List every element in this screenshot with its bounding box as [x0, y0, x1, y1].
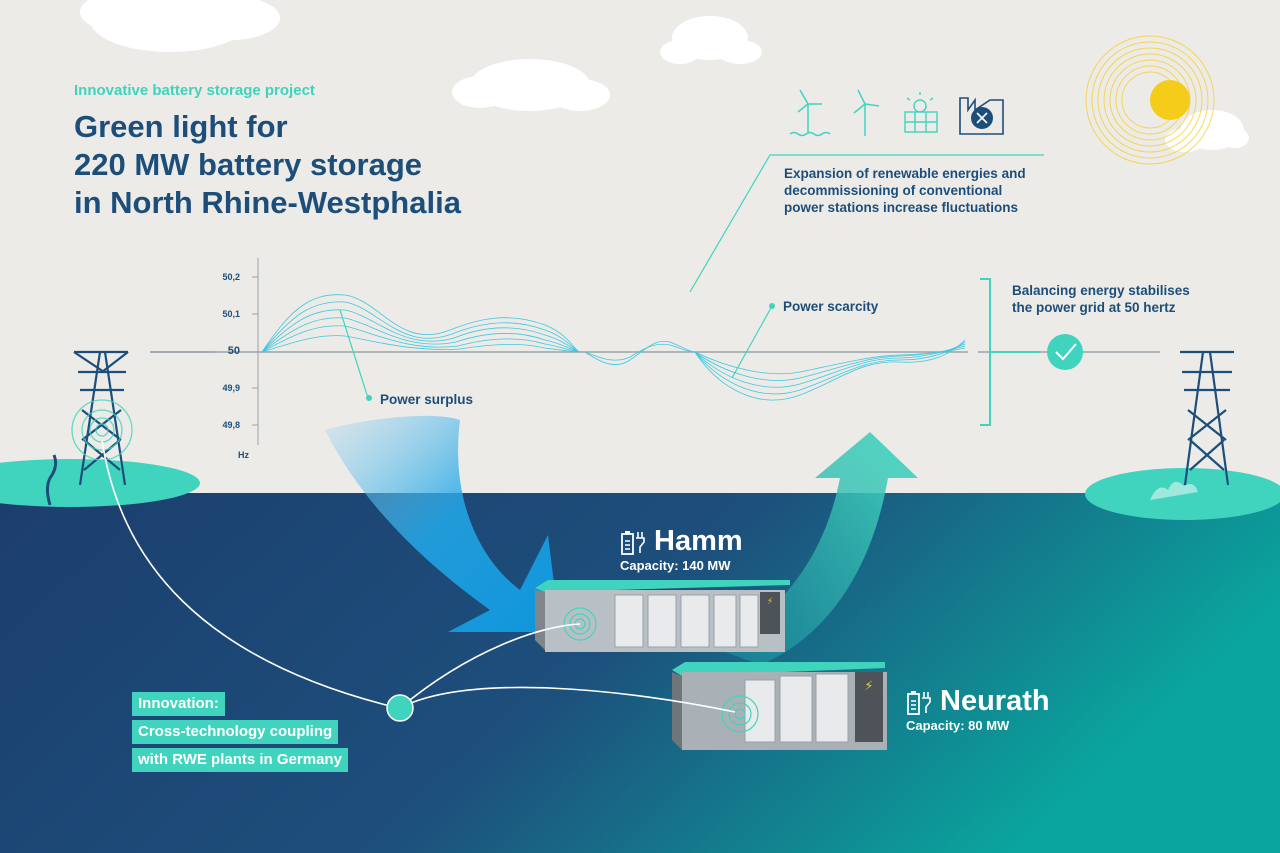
title-line: in North Rhine-Westphalia [74, 185, 461, 220]
page-title: Green light for 220 MW battery storage i… [74, 108, 461, 222]
coupling-lines [101, 439, 736, 713]
battery-plug-icon [907, 690, 931, 715]
signal-waves-icon [71, 399, 133, 461]
solar-panel-icon [904, 92, 938, 133]
power-surplus-arrow [325, 415, 560, 632]
svg-text:⚡: ⚡ [864, 679, 873, 694]
annotation-line: power stations increase fluctuations [784, 200, 1019, 215]
annotation-line: the power grid at 50 hertz [1012, 300, 1176, 315]
annotation-line: Balancing energy stabilises [1012, 283, 1190, 298]
title-line: 220 MW battery storage [74, 147, 422, 182]
y-tick-label: 49,8 [222, 420, 240, 430]
svg-text:⚡: ⚡ [767, 597, 773, 607]
hamm-capacity: Capacity: 140 MW [620, 558, 731, 573]
y-tick-label: 50,1 [222, 309, 240, 319]
hamm-plant-label: Hamm Capacity: 140 MW [620, 525, 743, 573]
annotation-line: decommissioning of conventional [784, 183, 1003, 198]
y-tick-label: 50,2 [222, 272, 240, 282]
fluctuations-annotation: Expansion of renewable energies and deco… [784, 165, 1026, 216]
innovation-line: with RWE plants in Germany [132, 748, 348, 772]
innovation-line: Innovation: [132, 692, 225, 716]
wind-turbine-icon [853, 89, 880, 136]
annotation-line: Expansion of renewable energies and [784, 166, 1026, 181]
sun-icon [1085, 35, 1215, 165]
hamm-battery-container: ⚡ [535, 580, 790, 652]
title-line: Green light for [74, 109, 288, 144]
checkmark-icon [1047, 334, 1083, 370]
y-tick-label: 49,9 [222, 383, 240, 393]
balancing-energy-arrow [720, 432, 918, 665]
power-pylon-right-icon [1180, 350, 1234, 486]
neurath-battery-container: ⚡ [672, 662, 887, 750]
offshore-wind-turbine-icon [789, 89, 831, 137]
power-pylon-left-icon [73, 350, 129, 486]
neurath-capacity: Capacity: 80 MW [906, 718, 1010, 733]
left-island [0, 459, 200, 507]
y-unit-label: Hz [238, 450, 249, 460]
kicker-label: Innovative battery storage project [74, 82, 315, 99]
innovation-callout: Innovation: Cross-technology coupling wi… [132, 692, 348, 776]
neurath-plant-label: Neurath Capacity: 80 MW [906, 685, 1050, 733]
power-scarcity-label: Power scarcity [783, 299, 879, 314]
balancing-annotation: Balancing energy stabilises the power gr… [1012, 282, 1190, 316]
power-surplus-label: Power surplus [380, 392, 474, 407]
sea-background [0, 493, 1280, 853]
hamm-name: Hamm [654, 525, 743, 557]
coupling-node [386, 694, 414, 722]
neurath-name: Neurath [940, 685, 1050, 717]
decommissioned-power-station-icon [959, 97, 1004, 135]
cloud-icon [80, 0, 1249, 152]
battery-plug-icon [621, 530, 645, 555]
frequency-fluctuation-wave [261, 294, 966, 401]
y-tick-label: 50 [227, 345, 240, 357]
innovation-line: Cross-technology coupling [132, 720, 339, 744]
